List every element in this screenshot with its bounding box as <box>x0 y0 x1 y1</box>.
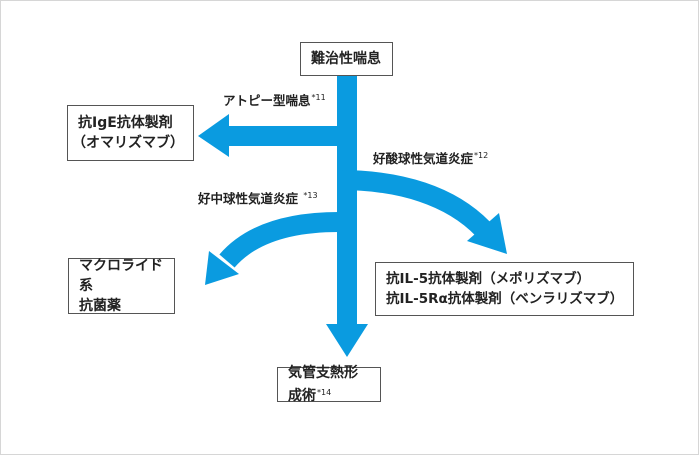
node-anti-ige: 抗IgE抗体製剤 （オマリズマブ） <box>67 105 194 161</box>
footnote-ref: *12 <box>474 151 489 160</box>
edge-text: アトピー型喘息 <box>223 93 311 108</box>
edge-label-neutrophilic: 好中球性気道炎症 *13 <box>198 188 318 207</box>
eosinophilic-arrow-shaft <box>338 170 491 237</box>
atopic-arrow-head <box>198 114 229 157</box>
atopic-arrow-shaft <box>225 126 339 146</box>
node-anti-il5: 抗IL-5抗体製剤（メポリズマブ） 抗IL-5Rα抗体製剤（ベンラリズマブ） <box>375 262 634 316</box>
node-label: マクロライド系 <box>79 258 163 294</box>
node-label: 難治性喘息 <box>311 51 381 67</box>
edge-text: 好中球性気道炎症 <box>198 191 303 206</box>
node-macrolide: マクロライド系 抗菌薬 <box>68 258 175 314</box>
node-label: 抗菌薬 <box>79 298 121 314</box>
footnote-ref: *13 <box>303 191 318 200</box>
edge-label-eosinophilic: 好酸球性気道炎症*12 <box>373 148 488 167</box>
eosinophilic-arrow-head <box>467 213 507 254</box>
node-label: 抗IgE抗体製剤 <box>78 115 173 131</box>
node-label: （オマリズマブ） <box>72 135 184 151</box>
node-bronchial-thermoplasty: 気管支熱形成術*14 <box>277 365 381 404</box>
footnote-ref: *14 <box>317 388 332 397</box>
neutrophilic-arrow-shaft <box>219 212 340 268</box>
edge-label-atopic: アトピー型喘息*11 <box>223 90 326 109</box>
node-refractory-asthma: 難治性喘息 <box>300 42 393 76</box>
node-text: 気管支熱形成術 <box>288 365 358 404</box>
trunk-arrow-shaft <box>337 75 357 327</box>
node-label: 抗IL-5Rα抗体製剤（ベンラリズマブ） <box>386 291 624 307</box>
edge-text: 好酸球性気道炎症 <box>373 151 474 166</box>
node-label: 気管支熱形成術*14 <box>288 363 370 406</box>
neutrophilic-arrow-head <box>205 251 239 285</box>
trunk-arrow-head <box>326 324 368 357</box>
footnote-ref: *11 <box>311 93 326 102</box>
node-label: 抗IL-5抗体製剤（メポリズマブ） <box>386 271 591 287</box>
